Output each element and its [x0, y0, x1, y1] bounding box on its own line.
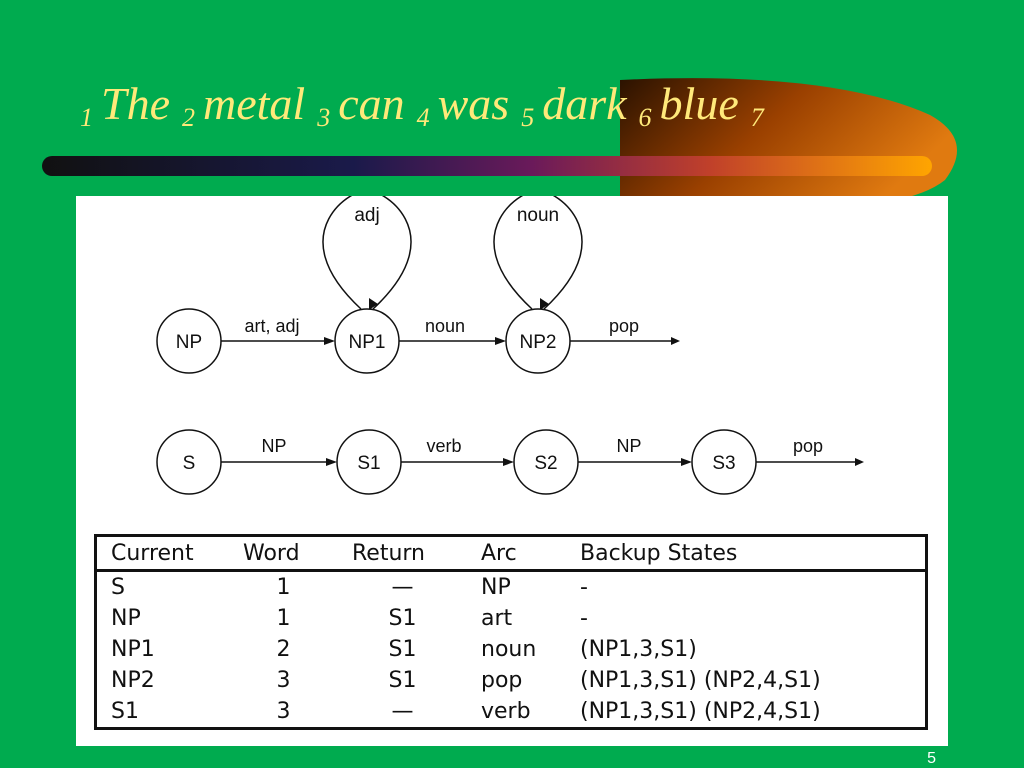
table-cell-current: NP1 — [111, 636, 155, 662]
node-np1-circle — [334, 308, 400, 374]
table-cell-word: 3 — [276, 667, 291, 693]
table-row: S1 3 — verb (NP1,3,S1) (NP2,4,S1) — [97, 696, 925, 727]
s-edge-1-arrowhead — [326, 458, 337, 466]
np-edge-label-pop: pop — [609, 316, 639, 336]
node-s-circle — [156, 429, 222, 495]
column-header-arc: Arc — [467, 537, 566, 572]
np2-self-loop-arrowhead — [540, 298, 549, 310]
s-edge-label-np-2: NP — [616, 436, 641, 456]
column-header-word: Word — [229, 537, 338, 572]
table-cell-backup-states: (NP1,3,S1) (NP2,4,S1) — [580, 667, 821, 693]
np-edge-1-arrowhead — [324, 337, 335, 345]
table-cell-arc: NP — [481, 574, 511, 600]
table-cell-return: — — [391, 574, 414, 600]
table-row: NP1 2 S1 noun (NP1,3,S1) — [97, 634, 925, 665]
s-edge-3-arrowhead — [681, 458, 692, 466]
table-row: NP2 3 S1 pop (NP1,3,S1) (NP2,4,S1) — [97, 665, 925, 696]
title-word-dark: dark — [542, 78, 627, 129]
table-cell-word: 1 — [276, 574, 291, 600]
s-edge-4-arrowhead — [855, 458, 864, 466]
np-edge-label-noun: noun — [425, 316, 465, 336]
table-cell-backup-states: - — [580, 605, 588, 631]
title-index-5: 5 — [521, 102, 535, 132]
table-row: S 1 — NP - — [97, 571, 925, 604]
s-edge-label-pop: pop — [793, 436, 823, 456]
np-edge-2-arrowhead — [495, 337, 506, 345]
table-cell-current: S1 — [111, 698, 139, 724]
node-np-circle — [156, 308, 222, 374]
table-cell-word: 1 — [276, 605, 291, 631]
title-index-1: 1 — [80, 102, 93, 132]
table-cell-backup-states: (NP1,3,S1) (NP2,4,S1) — [580, 698, 821, 724]
title-word-the: The — [101, 78, 170, 129]
title-index-2: 2 — [182, 102, 195, 132]
table-cell-current: NP2 — [111, 667, 155, 693]
s-edge-2-arrowhead — [503, 458, 514, 466]
node-s3-label: S3 — [712, 453, 735, 474]
table-cell-return: S1 — [388, 605, 417, 631]
np1-self-loop-arrowhead — [369, 298, 378, 310]
table-cell-arc: art — [481, 605, 513, 631]
title-word-can: can — [338, 78, 405, 129]
node-s1-circle — [336, 429, 402, 495]
table-cell-return: S1 — [388, 667, 417, 693]
node-s3-circle — [691, 429, 757, 495]
column-header-backup-states: Backup States — [566, 537, 925, 572]
node-np-label: NP — [176, 332, 202, 353]
table-row: NP 1 S1 art - — [97, 603, 925, 634]
node-s-label: S — [183, 453, 196, 474]
s-edge-label-np: NP — [261, 436, 286, 456]
column-header-return: Return — [338, 537, 467, 572]
title-index-6: 6 — [638, 102, 652, 132]
table-cell-backup-states: - — [580, 574, 588, 600]
table-cell-arc: pop — [481, 667, 523, 693]
title-word-was: was — [437, 78, 510, 129]
table-cell-return: — — [391, 698, 414, 724]
table-cell-current: S — [111, 574, 125, 600]
node-np2-circle — [505, 308, 571, 374]
table-cell-arc: verb — [481, 698, 531, 724]
np1-self-loop-path — [322, 196, 412, 310]
s-edge-label-verb: verb — [426, 436, 461, 456]
np-edge-label-art-adj: art, adj — [244, 316, 299, 336]
title-index-3: 3 — [317, 102, 331, 132]
node-s1-label: S1 — [357, 453, 380, 474]
page-number: 5 — [927, 750, 936, 767]
np2-self-loop-path — [493, 196, 583, 310]
table-cell-return: S1 — [388, 636, 417, 662]
title-word-blue: blue — [659, 78, 739, 129]
table-cell-current: NP — [111, 605, 141, 631]
title-word-metal: metal — [203, 78, 306, 129]
table-cell-arc: noun — [481, 636, 537, 662]
np2-self-loop-label: noun — [517, 205, 559, 226]
node-np1-label: NP1 — [349, 332, 386, 353]
title-underline-bar — [42, 156, 932, 176]
table-cell-word: 2 — [276, 636, 291, 662]
table-cell-word: 3 — [276, 698, 291, 724]
np1-self-loop-label: adj — [354, 205, 379, 226]
node-s2-circle — [513, 429, 579, 495]
node-s2-label: S2 — [534, 453, 557, 474]
column-header-current: Current — [97, 537, 229, 572]
table-cell-backup-states: (NP1,3,S1) — [580, 636, 697, 662]
title-index-7: 7 — [750, 102, 764, 132]
node-np2-label: NP2 — [520, 332, 557, 353]
title-index-4: 4 — [416, 102, 430, 132]
np-edge-3-arrowhead — [671, 337, 680, 345]
